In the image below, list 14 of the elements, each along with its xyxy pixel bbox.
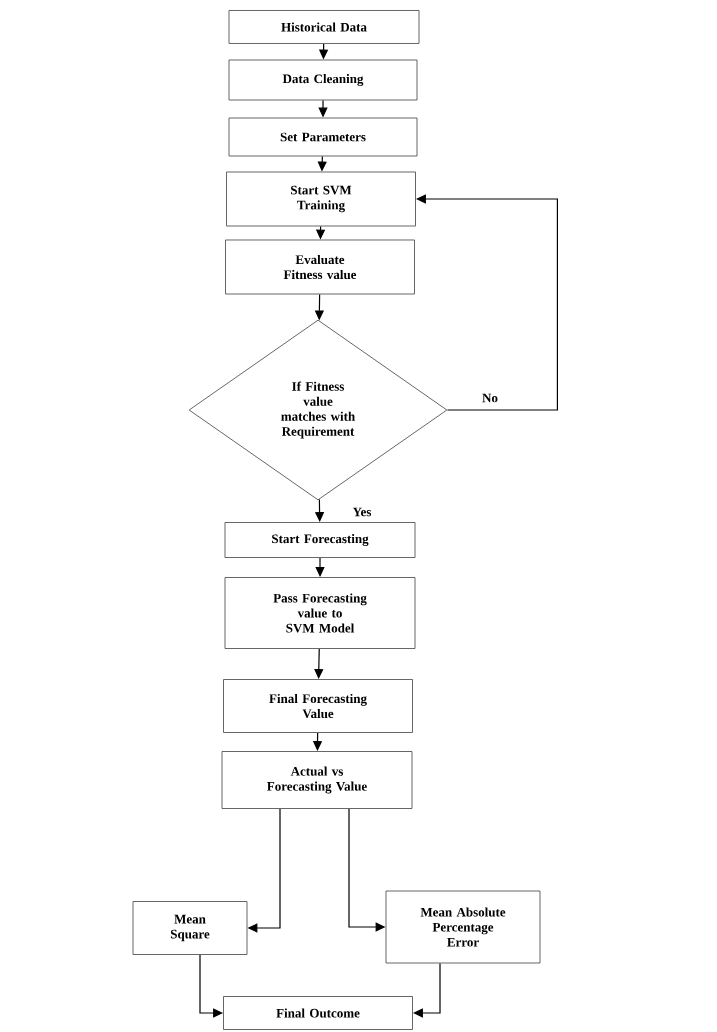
process-box: Historical Data: [228, 10, 420, 44]
process-box: Final Forecasting Value: [223, 679, 413, 733]
process-box: Evaluate Fitness value: [225, 239, 415, 295]
process-box: Start SVM Training: [226, 171, 416, 227]
process-box: Data Cleaning: [228, 59, 418, 101]
process-box: Final Outcome: [223, 996, 413, 1030]
process-box: Set Parameters: [228, 117, 418, 157]
edge-label: No: [481, 392, 499, 404]
process-box: Mean Square: [132, 901, 248, 955]
edge-label: Yes: [351, 506, 373, 518]
process-box: Start Forecasting: [224, 522, 416, 558]
process-box: Pass Forecasting value to SVM Model: [224, 577, 416, 649]
process-box: Mean Absolute Percentage Error: [385, 890, 541, 964]
process-box: Actual vs Forecasting Value: [221, 751, 413, 809]
